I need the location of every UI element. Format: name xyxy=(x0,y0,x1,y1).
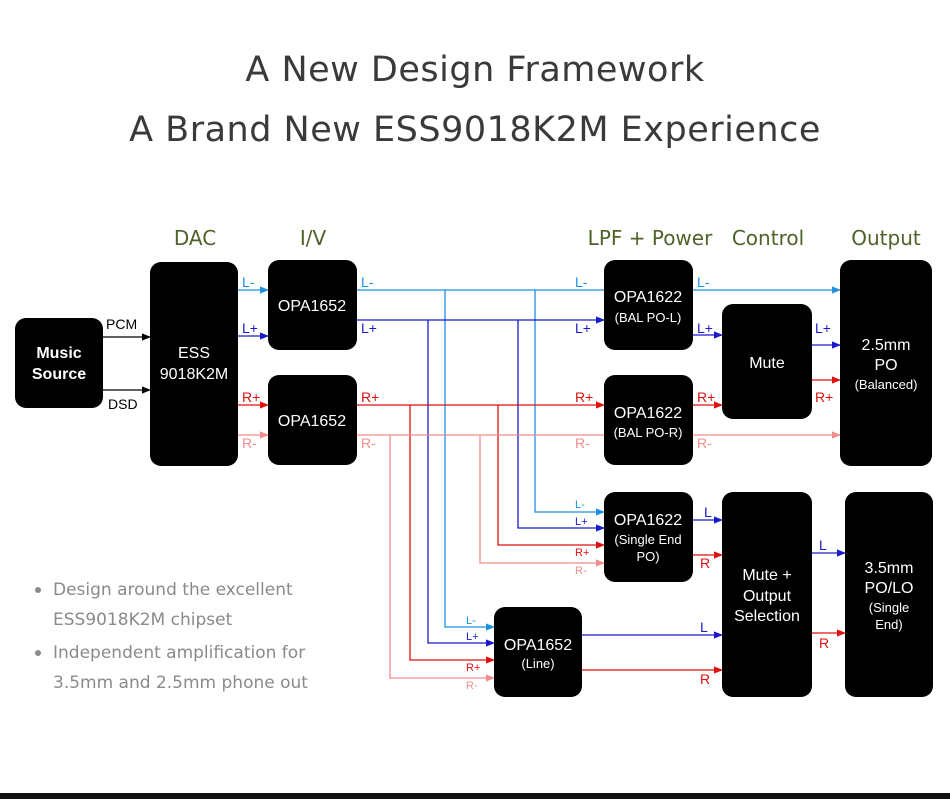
feature-list: Design around the excellent ESS9018K2M c… xyxy=(35,575,308,701)
label-bal-l-out-plus: L+ xyxy=(697,320,713,336)
feature-1-line-1: Design around the excellent xyxy=(53,580,293,600)
label-bal-l-out-minus: L- xyxy=(697,274,710,290)
block-single-end-po: OPA1622 (Single End PO) xyxy=(604,492,693,582)
label-se-out-r: R xyxy=(700,555,710,571)
dac-line-2: 9018K2M xyxy=(160,366,229,383)
label-se-in-l-minus: L- xyxy=(575,499,585,511)
stage-label-iv: I/V xyxy=(300,226,327,250)
line-line-1: OPA1652 xyxy=(504,637,572,654)
se-line-1: OPA1622 xyxy=(614,512,682,529)
label-bal-r-out-minus: R- xyxy=(697,435,712,451)
label-line-out-r: R xyxy=(700,671,710,687)
out-se-line-1: 3.5mm xyxy=(865,560,914,577)
label-sel-out-l: L xyxy=(819,537,827,553)
label-se-in-r-plus: R+ xyxy=(575,547,589,559)
out-se-line-2: PO/LO xyxy=(865,580,914,597)
label-mute-out-r-plus: R+ xyxy=(815,389,833,405)
label-bal-r-in-minus: R- xyxy=(575,435,590,451)
bottom-divider xyxy=(0,793,950,799)
feature-2-line-1: Independent amplification for xyxy=(53,643,306,663)
feature-item: Design around the excellent ESS9018K2M c… xyxy=(35,575,308,635)
out-bal-line-1: 2.5mm xyxy=(862,337,911,354)
out-bal-line-3: (Balanced) xyxy=(855,377,918,392)
label-se-in-r-minus: R- xyxy=(575,565,587,577)
block-music-source: Music Source xyxy=(15,318,103,408)
se-line-3: PO) xyxy=(636,549,659,564)
stage-label-lpf: LPF + Power xyxy=(588,226,713,250)
label-sel-out-r: R xyxy=(819,635,829,651)
label-pcm: PCM xyxy=(106,316,137,332)
signal-labels: PCM DSD L- L+ R+ R- L- L+ R+ R- L- L+ R+… xyxy=(106,274,833,687)
label-dac-l-plus: L+ xyxy=(242,320,258,336)
connections xyxy=(103,286,846,682)
label-mute-out-l-plus: L+ xyxy=(815,320,831,336)
bal-r-line-2: (BAL PO-R) xyxy=(614,425,683,440)
iv-left-label: OPA1652 xyxy=(278,298,346,315)
label-dac-l-minus: L- xyxy=(242,274,255,290)
label-iv-r-minus: R- xyxy=(361,435,376,451)
label-dsd: DSD xyxy=(108,396,138,412)
label-line-in-l-minus: L- xyxy=(466,615,476,627)
block-line: OPA1652 (Line) xyxy=(494,607,582,697)
out-se-line-3: (Single xyxy=(869,600,909,615)
page-title-line-2: A Brand New ESS9018K2M Experience xyxy=(129,110,821,150)
music-source-line-2: Source xyxy=(32,366,86,383)
block-mute-output-selection: Mute + Output Selection xyxy=(722,492,812,697)
bal-l-line-2: (BAL PO-L) xyxy=(615,310,682,325)
stage-label-dac: DAC xyxy=(174,226,216,250)
label-bal-l-in-minus: L- xyxy=(575,274,588,290)
label-iv-l-minus: L- xyxy=(361,274,374,290)
label-line-in-r-plus: R+ xyxy=(466,662,480,674)
out-bal-line-2: PO xyxy=(874,357,897,374)
mute-sel-line-2: Output xyxy=(743,588,792,605)
mute-label: Mute xyxy=(749,355,785,372)
block-output-balanced: 2.5mm PO (Balanced) xyxy=(840,260,932,466)
label-dac-r-plus: R+ xyxy=(242,389,260,405)
label-line-in-l-plus: L+ xyxy=(466,631,479,643)
feature-1-line-2: ESS9018K2M chipset xyxy=(53,610,233,630)
block-dac: ESS 9018K2M xyxy=(150,262,238,466)
se-line-2: (Single End xyxy=(614,532,681,547)
block-iv-left: OPA1652 xyxy=(268,260,357,350)
label-se-in-l-plus: L+ xyxy=(575,516,588,528)
block-mute: Mute xyxy=(722,304,812,419)
label-dac-r-minus: R- xyxy=(242,435,257,451)
bal-l-line-1: OPA1622 xyxy=(614,289,682,306)
label-bal-r-out-plus: R+ xyxy=(697,389,715,405)
label-line-in-r-minus: R- xyxy=(466,680,478,692)
block-bal-po-r: OPA1622 (BAL PO-R) xyxy=(604,375,693,465)
signal-labels-small: L- L+ R+ R- L- L+ R+ R- xyxy=(466,499,589,692)
out-se-line-4: End) xyxy=(875,617,902,632)
mute-sel-line-3: Selection xyxy=(734,608,800,625)
block-iv-right: OPA1652 xyxy=(268,375,357,465)
stage-label-control: Control xyxy=(732,226,804,250)
label-bal-l-in-plus: L+ xyxy=(575,320,591,336)
label-iv-r-plus: R+ xyxy=(361,389,379,405)
block-output-single-end: 3.5mm PO/LO (Single End) xyxy=(845,492,933,697)
bal-r-line-1: OPA1622 xyxy=(614,405,682,422)
feature-2-line-2: 3.5mm and 2.5mm phone out xyxy=(53,673,308,693)
stage-label-output: Output xyxy=(851,226,921,250)
block-bal-po-l: OPA1622 (BAL PO-L) xyxy=(604,260,693,350)
page-title-line-1: A New Design Framework xyxy=(245,50,705,90)
dac-line-1: ESS xyxy=(178,345,210,362)
music-source-line-1: Music xyxy=(36,345,81,362)
label-iv-l-plus: L+ xyxy=(361,320,377,336)
iv-right-label: OPA1652 xyxy=(278,413,346,430)
label-se-out-l: L xyxy=(704,504,712,520)
mute-sel-line-1: Mute + xyxy=(742,567,791,584)
label-bal-r-in-plus: R+ xyxy=(575,389,593,405)
line-line-2: (Line) xyxy=(521,656,554,671)
label-line-out-l: L xyxy=(700,619,708,635)
feature-item: Independent amplification for 3.5mm and … xyxy=(35,638,308,698)
